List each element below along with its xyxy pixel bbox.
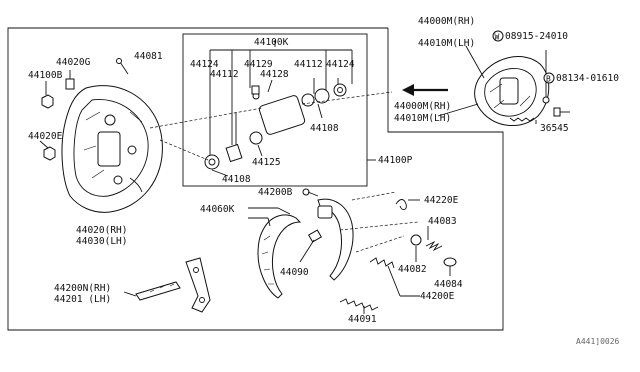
kit-leaders (209, 40, 353, 177)
label-spring-44220e: 44220E (424, 195, 459, 206)
label-kit-44129: 44129 (244, 59, 273, 70)
brake-shoe-right (317, 198, 354, 281)
align-dash-3 (159, 139, 209, 161)
bolt-44081-part (116, 58, 129, 75)
spring-cup-right (301, 83, 347, 107)
label-kit-44112-right: 44112 (294, 59, 323, 70)
label-kit-44124-right: 44124 (326, 59, 355, 70)
spring-44083-part (425, 226, 443, 252)
dash-shoe-1 (351, 191, 397, 201)
boot-44124-left (204, 154, 220, 170)
label-nut-44100b: 44100B (28, 70, 63, 81)
diagram-code: A441]0026 (576, 337, 620, 346)
spring-44090-part (299, 229, 323, 263)
assy-leader-2 (437, 103, 479, 117)
cylinder-kit-frame (182, 33, 368, 187)
spring-44220e-part (395, 199, 420, 211)
pin-44200b-part (302, 188, 319, 197)
shoe-kit-leaders (248, 207, 291, 227)
label-washer-part: 08915-24010 (505, 31, 568, 42)
label-kit-44125: 44125 (252, 157, 281, 168)
bolt-marker-icon: B (543, 72, 555, 84)
label-assembly-lh: 44010M(LH) (418, 38, 475, 49)
spring-36545-part (509, 117, 537, 124)
cup-44125 (249, 131, 263, 145)
dash-shoe-2 (339, 221, 419, 231)
label-bolt-44020e: 44020E (28, 131, 63, 142)
cylinder-body (251, 85, 306, 135)
nut-44100b-part (41, 81, 54, 109)
label-spring-44091: 44091 (348, 314, 377, 325)
label-spring-44200e: 44200E (420, 291, 455, 302)
plate-44020g-part (65, 70, 75, 90)
label-kit-44124-left: 44124 (190, 59, 219, 70)
spring-44091-part (339, 298, 379, 314)
label-kit-44128: 44128 (260, 69, 289, 80)
label-plate-44020g: 44020G (56, 57, 91, 68)
label-kit-44108-bottom: 44108 (222, 174, 251, 185)
bolt-44020e-part (39, 140, 56, 161)
arrow-left (402, 84, 448, 96)
label-bolt-part: 08134-01610 (556, 73, 619, 84)
align-dash-2 (301, 91, 393, 105)
main-frame (7, 27, 504, 331)
cup-44082-part (410, 234, 422, 262)
dash-spring (355, 235, 405, 253)
label-spring-44090: 44090 (280, 267, 309, 278)
backing-plate (61, 85, 163, 213)
bolt-part (553, 107, 570, 117)
label-cyl-assy: 44100P (378, 155, 413, 166)
lever-leader (123, 291, 137, 297)
label-kit-44108-right: 44108 (310, 123, 339, 134)
retainer-44084-part (443, 257, 457, 276)
bolt-marker-letter: B (546, 75, 551, 84)
label-assembly-rh: 44000M(RH) (418, 16, 475, 27)
label-pin-44200b: 44200B (258, 187, 293, 198)
parking-lever (135, 257, 211, 313)
spring-44200e-part (369, 257, 420, 297)
label-kit-44112-left: 44112 (210, 69, 239, 80)
label-assembly-lh-2: 44010M(LH) (394, 113, 451, 124)
label-cyl-kit: 44100K (254, 37, 289, 48)
label-cup-44082: 44082 (398, 264, 427, 275)
label-plate-rh: 44020(RH) (76, 225, 127, 236)
align-dash-1 (149, 107, 263, 129)
drum-assembly (474, 56, 550, 127)
label-lever-rh: 44200N(RH) (54, 283, 111, 294)
label-lever-lh: 44201 (LH) (54, 294, 111, 305)
label-bolt-44081: 44081 (134, 51, 163, 62)
label-retainer-44084: 44084 (434, 279, 463, 290)
brake-shoe-left (257, 214, 302, 299)
washer-marker-icon: W (492, 30, 504, 42)
piston-44112-left (225, 143, 243, 163)
label-shoe-kit: 44060K (200, 204, 235, 215)
label-spring-36545: 36545 (540, 123, 569, 134)
washer-marker-letter: W (495, 33, 500, 42)
assy-leader-1 (465, 45, 485, 79)
label-spring-44083: 44083 (428, 216, 457, 227)
label-plate-lh: 44030(LH) (76, 236, 127, 247)
label-assembly-rh-2: 44000M(RH) (394, 101, 451, 112)
